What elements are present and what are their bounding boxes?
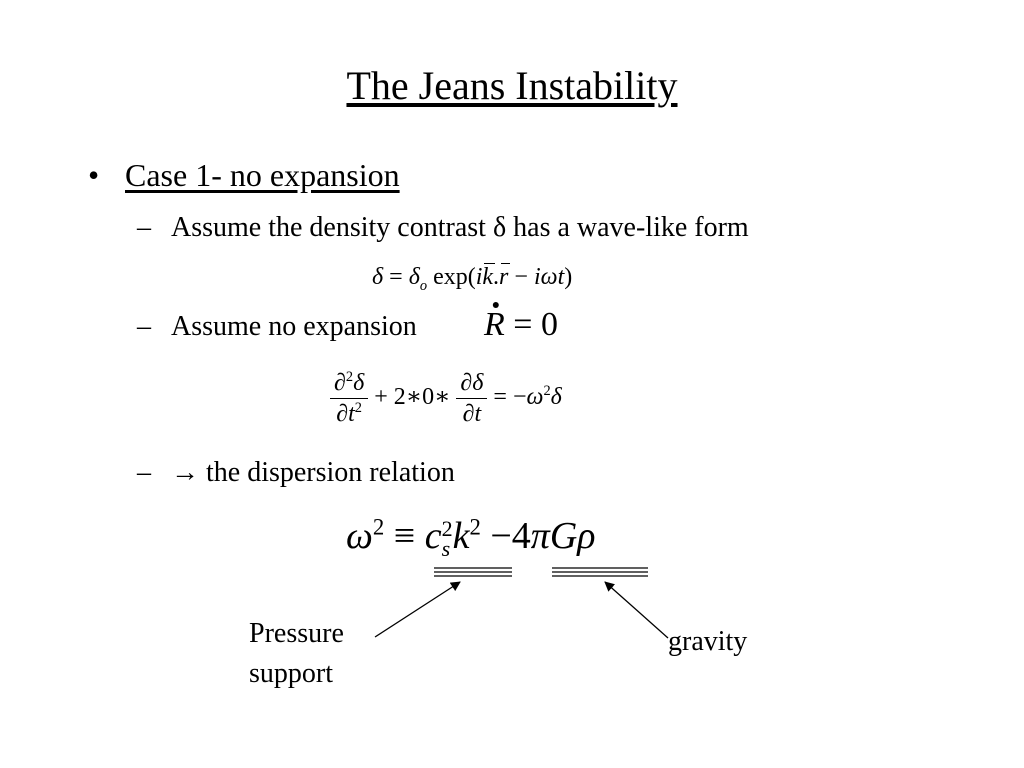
sub-item-dispersion: –→ the dispersion relation — [137, 457, 455, 489]
eq-two: 2 — [393, 384, 406, 411]
equation-wave-form: δ = δo exp(ik.r − iωt) — [372, 263, 573, 295]
right-arrow-icon: → — [171, 457, 199, 488]
eq-frac-first-derivative: ∂δ ∂t — [456, 368, 488, 429]
bullet-dot: • — [88, 157, 100, 193]
eq-dt: ∂t — [336, 401, 355, 427]
eq-wave-close: ) — [564, 264, 573, 290]
eq-neg: − — [512, 384, 527, 411]
eq-disp-pi: π — [530, 515, 550, 557]
pressure-arrow — [374, 581, 461, 638]
equation-wave: ∂2δ ∂t2 + 2∗0∗ ∂δ ∂t = −ω2δ — [330, 368, 562, 429]
gravity-underline — [552, 567, 648, 577]
eq-rdot-zero: 0 — [540, 306, 558, 343]
eq-wave-k: k — [482, 263, 495, 290]
eq-disp-omega-sup: 2 — [372, 514, 385, 540]
gravity-label: gravity — [668, 626, 748, 657]
dash-2: – — [137, 311, 151, 342]
bullet-case1: • Case 1- no expansion — [88, 157, 400, 194]
eq-wave-lhs: δ — [372, 264, 384, 290]
eq-star2: ∗ — [434, 384, 451, 411]
pressure-label-line1: Pressure — [249, 618, 344, 649]
equation-no-expansion: R = 0 — [484, 306, 558, 344]
eq-wave-r: r — [499, 263, 511, 290]
eq-wave-t: t — [557, 264, 565, 290]
eq-d2: ∂δ — [460, 370, 484, 396]
eq-omega-sup: 2 — [543, 383, 551, 400]
dash-1: – — [137, 212, 151, 243]
eq-wave-i: i — [475, 264, 483, 290]
eq-omega: ω — [526, 384, 544, 411]
eq-zero: 0 — [422, 384, 435, 411]
eq-frac-second-derivative: ∂2δ ∂t2 — [330, 368, 369, 429]
eq-dt2: ∂t — [462, 401, 482, 427]
eq-disp-equiv: ≡ — [393, 515, 416, 557]
eq-star1: ∗ — [405, 384, 423, 411]
eq-disp-c: c — [424, 515, 442, 557]
eq-equals: = — [493, 384, 507, 411]
eq-wave-dot: . — [493, 264, 500, 290]
eq-d1-sup: 2 — [345, 369, 354, 385]
eq-disp-rho: ρ — [577, 515, 596, 557]
pressure-support-label: Pressure support — [249, 614, 344, 694]
eq-disp-c-sub: s — [441, 536, 451, 562]
eq-d1: ∂ — [334, 370, 346, 396]
eq-wave-delta: δ — [408, 264, 420, 290]
bullet-text: Case 1- no expansion — [125, 157, 400, 193]
pressure-label-line2: support — [249, 658, 333, 689]
eq-disp-minus: − — [490, 515, 512, 557]
eq-rdot-R: R — [484, 306, 505, 343]
sub-item-text-3: the dispersion relation — [206, 457, 455, 488]
sub-item-text-1: Assume the density contrast δ has a wave… — [171, 212, 749, 243]
eq-delta2: δ — [550, 384, 562, 411]
eq-disp-four: 4 — [511, 515, 531, 557]
eq-dt-sup: 2 — [354, 400, 362, 416]
eq-disp-k-sup: 2 — [469, 514, 481, 540]
sub-item-text-2: Assume no expansion — [171, 311, 417, 342]
eq-rdot-eq: = — [513, 306, 533, 343]
dash-3: – — [137, 457, 151, 488]
eq-disp-G: G — [549, 515, 578, 557]
eq-wave-minus: − — [514, 264, 528, 290]
eq-wave-exp: exp( — [433, 264, 476, 290]
slide-title: The Jeans Instability — [346, 63, 678, 108]
eq-disp-c-sup: 2 — [441, 516, 453, 542]
eq-wave-eq: = — [389, 264, 403, 290]
eq-wave-i2: i — [533, 264, 541, 290]
sub-item-no-expansion: –Assume no expansion — [137, 311, 417, 343]
sub-item-wave-form: –Assume the density contrast δ has a wav… — [137, 212, 749, 244]
pressure-underline — [434, 567, 512, 577]
eq-disp-omega: ω — [346, 515, 373, 557]
gravity-arrow — [604, 581, 669, 639]
eq-plus: + — [374, 384, 388, 411]
eq-d1-delta: δ — [353, 370, 365, 396]
eq-disp-k: k — [452, 515, 470, 557]
eq-wave-omega: ω — [540, 264, 558, 290]
eq-wave-delta-sub: o — [419, 277, 428, 294]
